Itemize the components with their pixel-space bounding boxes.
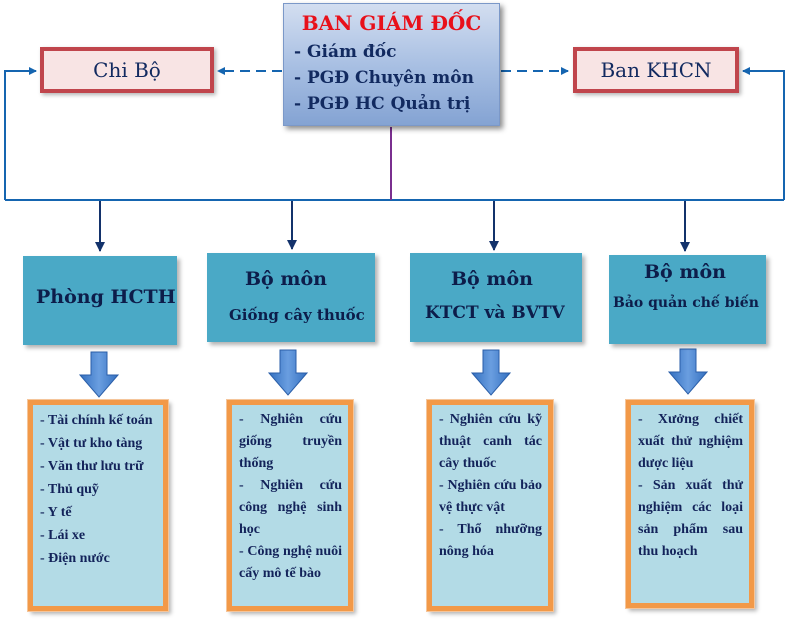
department-box-cultivation: Bộ môn KTCT và BVTV [410,253,582,342]
department-box-processing: Bộ môn Bảo quản chế biến [609,255,766,344]
department-type: Bộ môn [644,261,726,283]
duty-item: - Văn thư lưu trữ [40,459,144,474]
duty-item: - Điện nước [40,551,110,566]
board-member: - PGĐ Chuyên môn [294,68,474,88]
board-member: - Giám đốc [294,42,397,62]
department-name: Giống cây thuốc [229,306,365,324]
duty-item: - Thổ nhưỡng nông hóa [439,522,542,559]
duties-box-cultivation: - Nghiên cứu kỹ thuật canh tác cây thuốc… [427,400,553,611]
department-type: Bộ môn [451,268,533,290]
department-name: Bảo quản chế biến [613,295,759,311]
duties-box-seeds: - Nghiên cứu giống truyền thống - Nghiên… [227,400,353,611]
duty-item: - Vật tư kho tàng [40,436,143,451]
department-box-hcth: Phòng HCTH [23,256,177,345]
department-name: KTCT và BVTV [425,303,565,323]
board-member-list: - Giám đốc - PGĐ Chuyên môn - PGĐ HC Quả… [294,39,499,117]
duties-box-hcth: - Tài chính kế toán - Vật tư kho tàng - … [28,400,168,611]
department-name: Phòng HCTH [36,286,176,308]
main-bus [4,67,785,201]
duties-box-processing: - Xưởng chiết xuất thử nghiệm dược liệu … [626,400,754,608]
drop-arrows [95,201,690,252]
board-title: BAN GIÁM ĐỐC [301,11,482,35]
board-member: - PGĐ HC Quản trị [294,94,471,114]
duty-item: - Nghiên cứu công nghệ sinh học [239,478,342,537]
duty-item: - Sản xuất thử nghiệm các loại sản phẩm … [638,478,743,559]
party-cell-box: Chi Bộ [40,47,214,93]
science-board-box: Ban KHCN [573,47,739,93]
party-cell-label: Chi Bộ [93,58,161,82]
department-box-seeds: Bộ môn Giống cây thuốc [207,253,375,342]
duty-item: - Tài chính kế toán [40,413,153,428]
duty-item: - Xưởng chiết xuất thử nghiệm dược liệu [638,412,743,471]
duty-item: - Lái xe [40,528,86,543]
block-arrows [78,348,709,398]
duty-item: - Y tế [40,505,72,520]
department-type: Bộ môn [245,268,327,290]
duty-item: - Công nghệ nuôi cấy mô tế bào [239,544,342,581]
board-of-directors-box: BAN GIÁM ĐỐC - Giám đốc - PGĐ Chuyên môn… [283,3,500,126]
duty-item: - Thủ quỹ [40,482,99,497]
duty-item: - Nghiên cứu bảo vệ thực vật [439,478,542,515]
duty-item: - Nghiên cứu kỹ thuật canh tác cây thuốc [439,412,542,471]
duty-item: - Nghiên cứu giống truyền thống [239,412,342,471]
science-board-label: Ban KHCN [600,58,712,82]
